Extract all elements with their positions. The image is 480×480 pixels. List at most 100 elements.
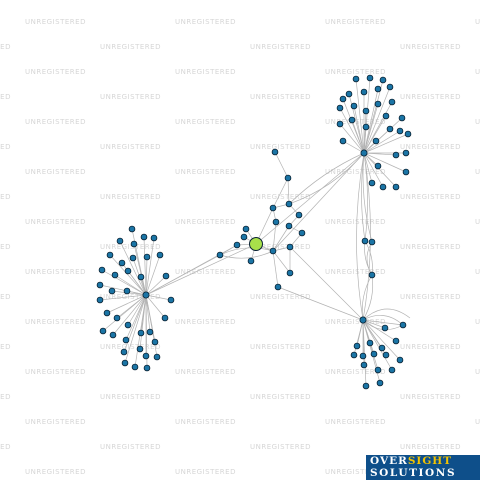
network-node[interactable] — [402, 149, 410, 157]
network-node[interactable] — [109, 331, 117, 339]
network-node[interactable] — [348, 116, 356, 124]
network-node[interactable] — [368, 179, 376, 187]
network-node[interactable] — [382, 112, 390, 120]
network-node[interactable] — [386, 125, 394, 133]
network-node[interactable] — [404, 130, 412, 138]
network-node[interactable] — [285, 222, 293, 230]
network-node[interactable] — [247, 257, 255, 265]
network-node[interactable] — [137, 273, 145, 281]
network-node[interactable] — [286, 243, 294, 251]
network-node[interactable] — [388, 366, 396, 374]
network-node[interactable] — [295, 211, 303, 219]
network-node[interactable] — [368, 238, 376, 246]
network-node[interactable] — [392, 151, 400, 159]
network-node[interactable] — [392, 183, 400, 191]
network-node[interactable] — [345, 90, 353, 98]
network-node[interactable] — [399, 321, 407, 329]
network-node[interactable] — [108, 287, 116, 295]
network-node[interactable] — [376, 379, 384, 387]
network-node[interactable] — [233, 241, 241, 249]
network-node[interactable] — [284, 174, 292, 182]
network-node[interactable] — [398, 114, 406, 122]
network-node[interactable] — [269, 204, 277, 212]
network-node[interactable] — [353, 342, 361, 350]
network-node[interactable] — [350, 351, 358, 359]
network-node[interactable] — [162, 272, 170, 280]
network-node[interactable] — [216, 251, 224, 259]
network-node[interactable] — [120, 348, 128, 356]
network-node[interactable] — [350, 102, 358, 110]
network-node[interactable] — [382, 351, 390, 359]
network-node[interactable] — [242, 225, 250, 233]
network-node[interactable] — [124, 267, 132, 275]
network-node[interactable] — [150, 234, 158, 242]
network-node[interactable] — [362, 107, 370, 115]
network-node[interactable] — [274, 283, 282, 291]
network-node[interactable] — [130, 240, 138, 248]
network-node[interactable] — [374, 162, 382, 170]
network-node[interactable] — [366, 74, 374, 82]
focus-node[interactable] — [249, 237, 263, 251]
network-node[interactable] — [286, 269, 294, 277]
network-node[interactable] — [372, 137, 380, 145]
network-node[interactable] — [99, 327, 107, 335]
network-node[interactable] — [142, 352, 150, 360]
network-node[interactable] — [103, 309, 111, 317]
network-node[interactable] — [285, 200, 293, 208]
network-node[interactable] — [362, 123, 370, 131]
network-node[interactable] — [96, 281, 104, 289]
network-node[interactable] — [240, 233, 248, 241]
network-node[interactable] — [129, 254, 137, 262]
network-node[interactable] — [136, 345, 144, 353]
network-node[interactable] — [336, 104, 344, 112]
network-node[interactable] — [146, 328, 154, 336]
network-node[interactable] — [370, 350, 378, 358]
network-node[interactable] — [98, 266, 106, 274]
network-node[interactable] — [378, 344, 386, 352]
network-node[interactable] — [362, 382, 370, 390]
network-node[interactable] — [143, 253, 151, 261]
network-node[interactable] — [111, 271, 119, 279]
network-node[interactable] — [118, 259, 126, 267]
network-node[interactable] — [167, 296, 175, 304]
network-node[interactable] — [339, 137, 347, 145]
network-node[interactable] — [396, 127, 404, 135]
network-node[interactable] — [121, 359, 129, 367]
network-node[interactable] — [359, 352, 367, 360]
network-node[interactable] — [151, 338, 159, 346]
network-node[interactable] — [271, 148, 279, 156]
network-node[interactable] — [272, 218, 280, 226]
network-node[interactable] — [360, 88, 368, 96]
network-node[interactable] — [161, 314, 169, 322]
network-node[interactable] — [366, 339, 374, 347]
network-node[interactable] — [352, 75, 360, 83]
hub-node[interactable] — [359, 316, 367, 324]
network-node[interactable] — [381, 324, 389, 332]
network-node[interactable] — [122, 336, 130, 344]
network-node[interactable] — [396, 356, 404, 364]
network-node[interactable] — [374, 100, 382, 108]
network-node[interactable] — [374, 85, 382, 93]
network-node[interactable] — [128, 225, 136, 233]
network-node[interactable] — [106, 251, 114, 259]
hub-node[interactable] — [142, 291, 150, 299]
network-node[interactable] — [140, 233, 148, 241]
network-node[interactable] — [339, 95, 347, 103]
network-node[interactable] — [123, 287, 131, 295]
hub-node[interactable] — [360, 149, 368, 157]
network-node[interactable] — [298, 229, 306, 237]
network-node[interactable] — [336, 120, 344, 128]
network-node[interactable] — [360, 361, 368, 369]
network-node[interactable] — [113, 314, 121, 322]
network-node[interactable] — [131, 363, 139, 371]
network-node[interactable] — [388, 98, 396, 106]
network-node[interactable] — [137, 329, 145, 337]
network-node[interactable] — [386, 83, 394, 91]
network-node[interactable] — [124, 321, 132, 329]
network-node[interactable] — [368, 271, 376, 279]
network-node[interactable] — [116, 237, 124, 245]
network-node[interactable] — [143, 364, 151, 372]
network-node[interactable] — [402, 168, 410, 176]
network-node[interactable] — [392, 337, 400, 345]
network-node[interactable] — [374, 366, 382, 374]
